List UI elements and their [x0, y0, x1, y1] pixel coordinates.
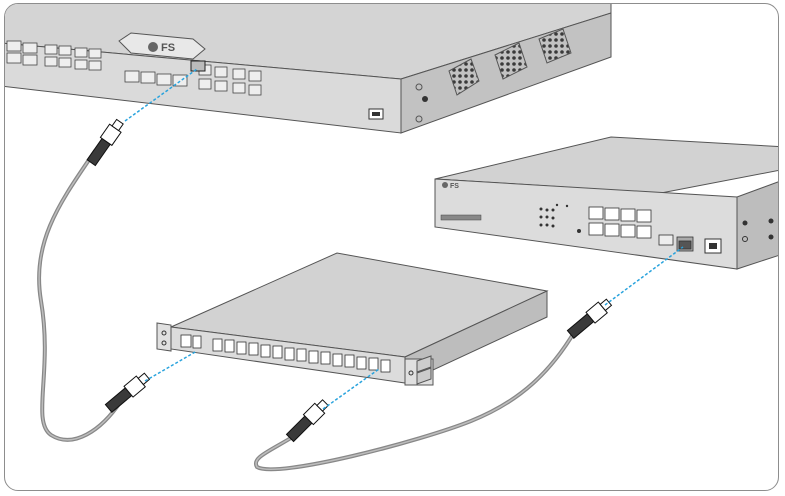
rj45-port-icon	[588, 206, 652, 239]
lc-connector-icon	[104, 372, 151, 413]
guide-line-panel-left	[144, 350, 198, 382]
guide-line-panel-right	[322, 368, 380, 410]
vent-grille-icon	[448, 28, 572, 96]
status-leds	[539, 203, 581, 233]
small-switch-logo-text: FS	[450, 183, 459, 190]
small-switch-side-face	[736, 181, 778, 270]
small-switch-sfp-slots	[658, 234, 694, 252]
lc-adapter-row	[180, 334, 391, 373]
sfp-module-icon	[190, 60, 206, 72]
top-switch: FS	[5, 4, 612, 134]
fiber-cable-1	[37, 149, 123, 442]
connection-guides	[124, 68, 684, 410]
top-switch-logo: FS	[118, 32, 206, 60]
top-switch-ports	[6, 40, 262, 96]
fiber-panel	[156, 252, 549, 386]
top-switch-logo-text: FS	[161, 42, 175, 54]
small-switch: FS	[434, 136, 778, 270]
lc-connector-icon	[285, 399, 329, 443]
figure-frame: FS FS	[4, 3, 779, 491]
lc-connector-icon	[86, 118, 124, 167]
guide-line-small-switch	[604, 246, 684, 306]
small-switch-front-face	[434, 178, 738, 270]
connection-diagram: FS FS	[5, 4, 778, 472]
